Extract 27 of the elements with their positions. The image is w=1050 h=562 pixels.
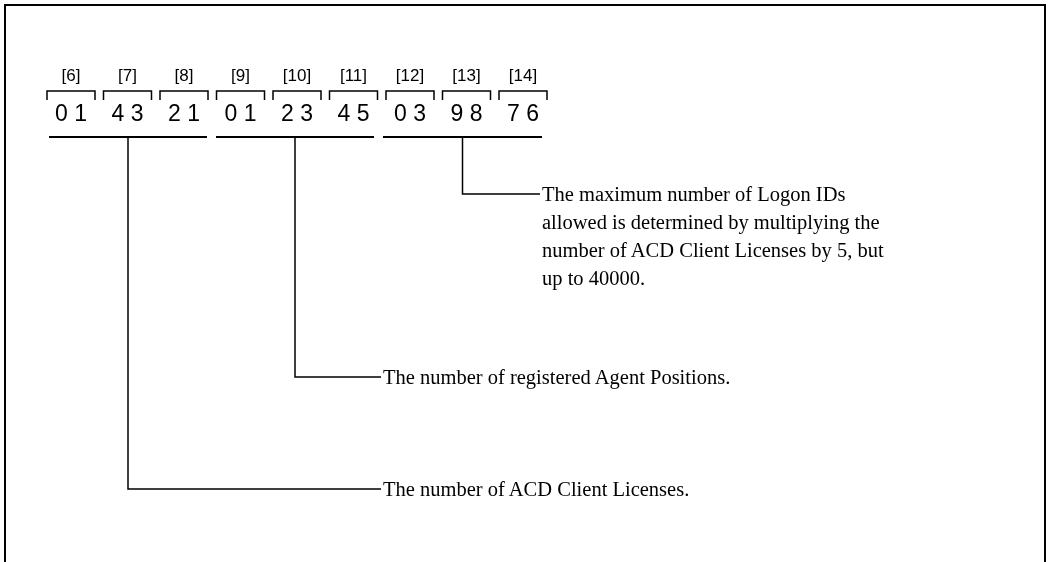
underline-bar [383, 136, 542, 138]
position-number: [14] [507, 66, 539, 86]
position-number: [11] [338, 66, 369, 86]
position-number: [12] [394, 66, 426, 86]
digit-pair: 4 3 [110, 100, 145, 127]
digit-pair: 7 6 [506, 100, 540, 127]
description-text: The number of registered Agent Positions. [383, 363, 803, 391]
leader-line [461, 137, 541, 195]
position-number: [6] [60, 66, 82, 86]
position-number: [10] [281, 66, 313, 86]
underline-bar [49, 136, 207, 138]
underline-bar [216, 136, 374, 138]
digit-pair: 0 1 [223, 100, 258, 127]
digit-pair: 2 3 [280, 100, 314, 127]
position-number: [7] [117, 66, 138, 86]
digit-pair: 0 1 [54, 100, 88, 127]
description-text: The number of ACD Client Licenses. [383, 475, 803, 503]
position-number: [9] [230, 66, 251, 86]
leader-line [294, 137, 382, 378]
digit-pair: 9 8 [449, 100, 484, 127]
position-number: [8] [173, 66, 195, 86]
leader-line [127, 137, 382, 490]
digit-pair: 4 5 [336, 100, 371, 127]
description-text: The maximum number of Logon IDs allowed is determined by multiplying the number of ACD Client Licenses by 5, but up to 40000. [542, 180, 897, 292]
position-number: [13] [451, 66, 482, 86]
digit-pair: 0 3 [393, 100, 427, 127]
digit-pair: 2 1 [167, 100, 201, 127]
